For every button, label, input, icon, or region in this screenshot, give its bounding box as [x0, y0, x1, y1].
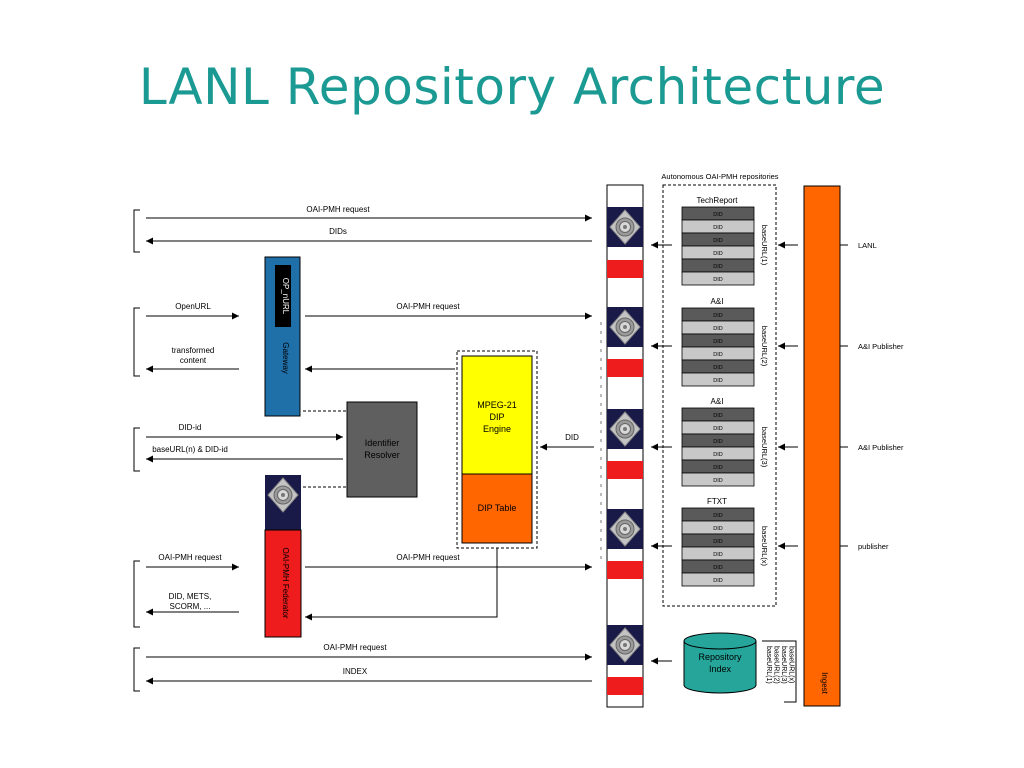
- ingest-label: Ingest: [820, 672, 829, 695]
- label-did-id: DID-id: [179, 423, 202, 432]
- did-cell-label: DID: [713, 465, 723, 471]
- publisher-label: LANL: [858, 241, 877, 250]
- index-baseurl-label: baseURL(2): [773, 646, 780, 684]
- dip-label-2: DIP: [489, 412, 504, 422]
- publisher-label: A&I Publisher: [858, 443, 904, 452]
- repository-3: A&I DID DID DID DID DID DID baseURL(3) A&I Publi…: [681, 397, 904, 487]
- repository-baseurl: baseURL(1): [760, 225, 769, 266]
- dip-label-1: MPEG-21: [477, 400, 517, 410]
- index-baseurl-label: baseURL(3): [780, 646, 787, 684]
- did-cell-label: DID: [713, 277, 723, 283]
- did-cell: [681, 572, 755, 587]
- did-cell-label: DID: [713, 565, 723, 571]
- label-did: DID: [565, 433, 579, 442]
- did-cell-label: DID: [713, 526, 723, 532]
- gateway-label: Gateway: [281, 342, 290, 374]
- repository-name: A&I: [711, 397, 724, 406]
- dip-table-label: DIP Table: [478, 503, 517, 513]
- did-cell: [681, 472, 755, 487]
- label-transformed-2: content: [180, 356, 207, 365]
- label-oai-request-federator: OAI-PMH request: [396, 553, 460, 562]
- ingest-bar: [803, 185, 841, 707]
- bracket-1: [133, 209, 140, 253]
- did-cell: [681, 372, 755, 387]
- label-oai-request-client: OAI-PMH request: [158, 553, 222, 562]
- label-openurl: OpenURL: [175, 302, 211, 311]
- repository-name: TechReport: [697, 196, 739, 205]
- did-cell-label: DID: [713, 264, 723, 270]
- label-did-mets-1: DID, METS,: [169, 592, 212, 601]
- repository-baseurl: baseURL(3): [760, 427, 769, 468]
- did-cell-label: DID: [713, 365, 723, 371]
- did-cell-label: DID: [713, 251, 723, 257]
- did-cell-label: DID: [713, 378, 723, 384]
- repository-name: A&I: [711, 297, 724, 306]
- label-oai-request-bottom: OAI-PMH request: [323, 643, 387, 652]
- bracket-2: [133, 307, 140, 377]
- publisher-label: publisher: [858, 542, 889, 551]
- resolver-label-2: Resolver: [364, 450, 400, 460]
- did-cell-label: DID: [713, 225, 723, 231]
- index-label-1: Repository: [698, 652, 742, 662]
- did-cell-label: DID: [713, 478, 723, 484]
- gateway-box: [264, 256, 301, 417]
- did-cell-label: DID: [713, 238, 723, 244]
- did-cell-label: DID: [713, 352, 723, 358]
- bracket-3: [133, 427, 140, 472]
- did-cell-label: DID: [713, 539, 723, 545]
- label-oai-request-top: OAI-PMH request: [306, 205, 370, 214]
- did-cell-label: DID: [713, 212, 723, 218]
- autonomous-label: Autonomous OAI-PMH repositories: [661, 172, 778, 181]
- label-oai-request-gateway: OAI-PMH request: [396, 302, 460, 311]
- repository-node-icon-1: [606, 206, 644, 248]
- gateway-inner-box: [275, 265, 291, 327]
- bracket-5: [133, 647, 140, 692]
- did-cell-label: DID: [713, 339, 723, 345]
- federator-node-icon: [264, 474, 302, 516]
- did-cell-label: DID: [713, 326, 723, 332]
- did-cell-label: DID: [713, 413, 723, 419]
- slide-title: LANL Repository Architecture: [138, 58, 886, 116]
- repository-name: FTXT: [707, 497, 727, 506]
- label-index: INDEX: [343, 667, 368, 676]
- dip-engine-box: [461, 355, 533, 475]
- repository-index-cylinder: [683, 641, 757, 694]
- repository-node-icon-4: [606, 508, 644, 550]
- identifier-resolver-box: [346, 401, 418, 498]
- repository-node-icon-2: [606, 306, 644, 348]
- label-did-mets-2: SCORM, ...: [170, 602, 211, 611]
- repository-baseurl: baseURL(x): [760, 526, 769, 567]
- repository-baseurl: baseURL(2): [760, 326, 769, 367]
- did-cell-label: DID: [713, 313, 723, 319]
- gateway-inner-label: OP_nURL: [281, 278, 290, 315]
- dip-table-box: [461, 473, 533, 544]
- repository-node-icon-3: [606, 408, 644, 450]
- did-cell-label: DID: [713, 513, 723, 519]
- did-cell-label: DID: [713, 578, 723, 584]
- repository-4: FTXT DID DID DID DID DID DID baseURL(x) publishe…: [681, 497, 889, 587]
- index-baseurl-label: baseURL(x): [788, 646, 795, 683]
- bracket-4: [133, 560, 140, 628]
- federator-label: OAI-PMH Federator: [281, 547, 290, 618]
- autonomous-repositories-box: [662, 184, 777, 607]
- label-transformed-1: transformed: [172, 346, 215, 355]
- label-dids: DIDs: [329, 227, 347, 236]
- index-baseurl-label: baseURL(1): [765, 646, 772, 684]
- index-node-icon: [606, 624, 644, 666]
- dip-label-3: Engine: [483, 424, 511, 434]
- federator-box: [264, 529, 302, 638]
- label-baseurl-did-id: baseURL(n) & DID-id: [152, 445, 228, 454]
- repository-2: A&I DID DID DID DID DID DID baseURL(2) A&I Publi…: [681, 297, 904, 387]
- publisher-label: A&I Publisher: [858, 342, 904, 351]
- index-label-2: Index: [709, 664, 732, 674]
- did-cell-label: DID: [713, 439, 723, 445]
- did-cell-label: DID: [713, 426, 723, 432]
- did-cell-label: DID: [713, 552, 723, 558]
- did-cell: [681, 271, 755, 286]
- resolver-label-1: Identifier: [365, 438, 400, 448]
- did-cell-label: DID: [713, 452, 723, 458]
